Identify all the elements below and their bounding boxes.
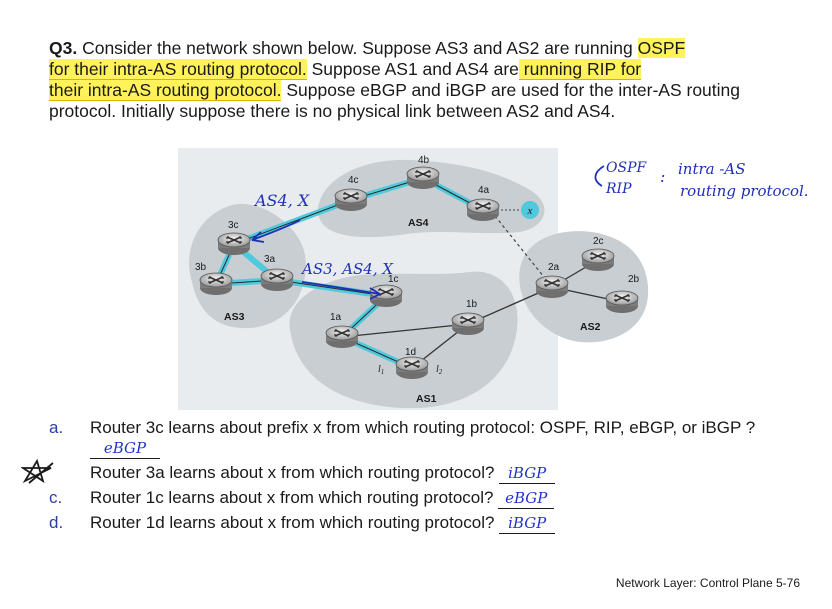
star-mark-icon [21,459,54,484]
prefix-x-label: x [527,205,533,217]
note-colon: : [660,167,665,186]
item-d-label: d. [49,513,64,532]
router-label-4b: 4b [418,155,430,166]
slide-footer: Network Layer: Control Plane 5-76 [615,576,800,590]
question-items: a. Router 3c learns about prefix x from … [21,418,789,538]
item-b-text: Router 3a learns about x from which rout… [90,463,495,482]
router-label-2b: 2b [628,274,640,285]
router-3b [199,272,233,296]
router-label-1d: 1d [405,347,416,358]
item-d-text: Router 1d learns about x from which rout… [90,513,495,532]
item-b: Router 3a learns about x from which rout… [21,459,789,484]
highlight-intra-as-1: for their intra-AS routing protocol. [49,59,307,80]
as4-label: AS4 [408,217,429,229]
router-2a [535,275,569,299]
router-label-3b: 3b [195,262,207,273]
question-number: Q3. [49,38,78,58]
as3-region [189,203,306,329]
router-label-4c: 4c [348,175,359,186]
item-d: d. Router 1d learns about x from which r… [49,513,789,534]
annotation-arrow-2 [301,281,381,300]
question-text: Q3. Consider the network shown below. Su… [49,38,741,121]
item-c-label: c. [49,488,63,507]
annotation-as4-x: AS4, X [253,191,310,210]
note-line2: routing protocol. [680,182,809,200]
note-rip: RIP [605,181,632,197]
router-label-3a: 3a [264,254,276,265]
router-label-3c: 3c [228,220,239,231]
router-1b [451,312,485,336]
as3-label: AS3 [224,311,245,323]
highlight-running-rip: running RIP for [518,59,642,80]
item-a-label: a. [49,418,64,437]
item-b-answer: iBGP [499,463,556,484]
item-c: c. Router 1c learns about x from which r… [49,488,789,509]
note-ospf: OSPF [606,160,647,176]
item-c-text: Router 1c learns about x from which rout… [90,488,494,507]
router-2b [605,290,639,314]
router-label-2a: 2a [548,262,560,273]
annotation-as3-as4-x: AS3, AS4, X [300,260,394,278]
router-4a [466,198,500,222]
router-label-1a: 1a [330,312,342,323]
annotation-arrow-1 [251,219,301,243]
router-label-1b: 1b [466,299,478,310]
router-4b [406,166,440,190]
interface-l2-label: l2 [436,364,443,376]
note-line1: intra -AS [678,160,746,178]
router-label-2c: 2c [593,236,604,247]
prefix-x-node [521,201,539,219]
router-4c [334,188,368,212]
highlight-ospf: OSPF [637,38,686,58]
network-diagram: x 4b 4c 4a 3c 3b 3a 1c 1a 1b 1d 2a 2c 2b… [178,148,809,410]
item-a-answer: eBGP [90,438,160,459]
router-label-4a: 4a [478,185,490,196]
item-a: a. Router 3c learns about prefix x from … [49,418,789,459]
router-1a [325,325,359,349]
as1-region [289,271,518,409]
item-a-text: Router 3c learns about prefix x from whi… [90,418,756,437]
item-c-answer: eBGP [498,488,555,509]
router-label-1c: 1c [388,274,399,285]
interface-l1-label: l1 [378,364,384,376]
as1-label: AS1 [416,393,437,405]
router-3a [260,268,294,292]
router-3c [217,232,251,256]
note-bracket [594,165,605,187]
as2-label: AS2 [580,321,601,333]
item-d-answer: iBGP [499,513,556,534]
highlight-intra-as-2: their intra-AS routing protocol. [49,80,282,101]
router-1d [395,356,429,380]
router-2c [581,248,615,272]
as2-region [519,231,649,343]
